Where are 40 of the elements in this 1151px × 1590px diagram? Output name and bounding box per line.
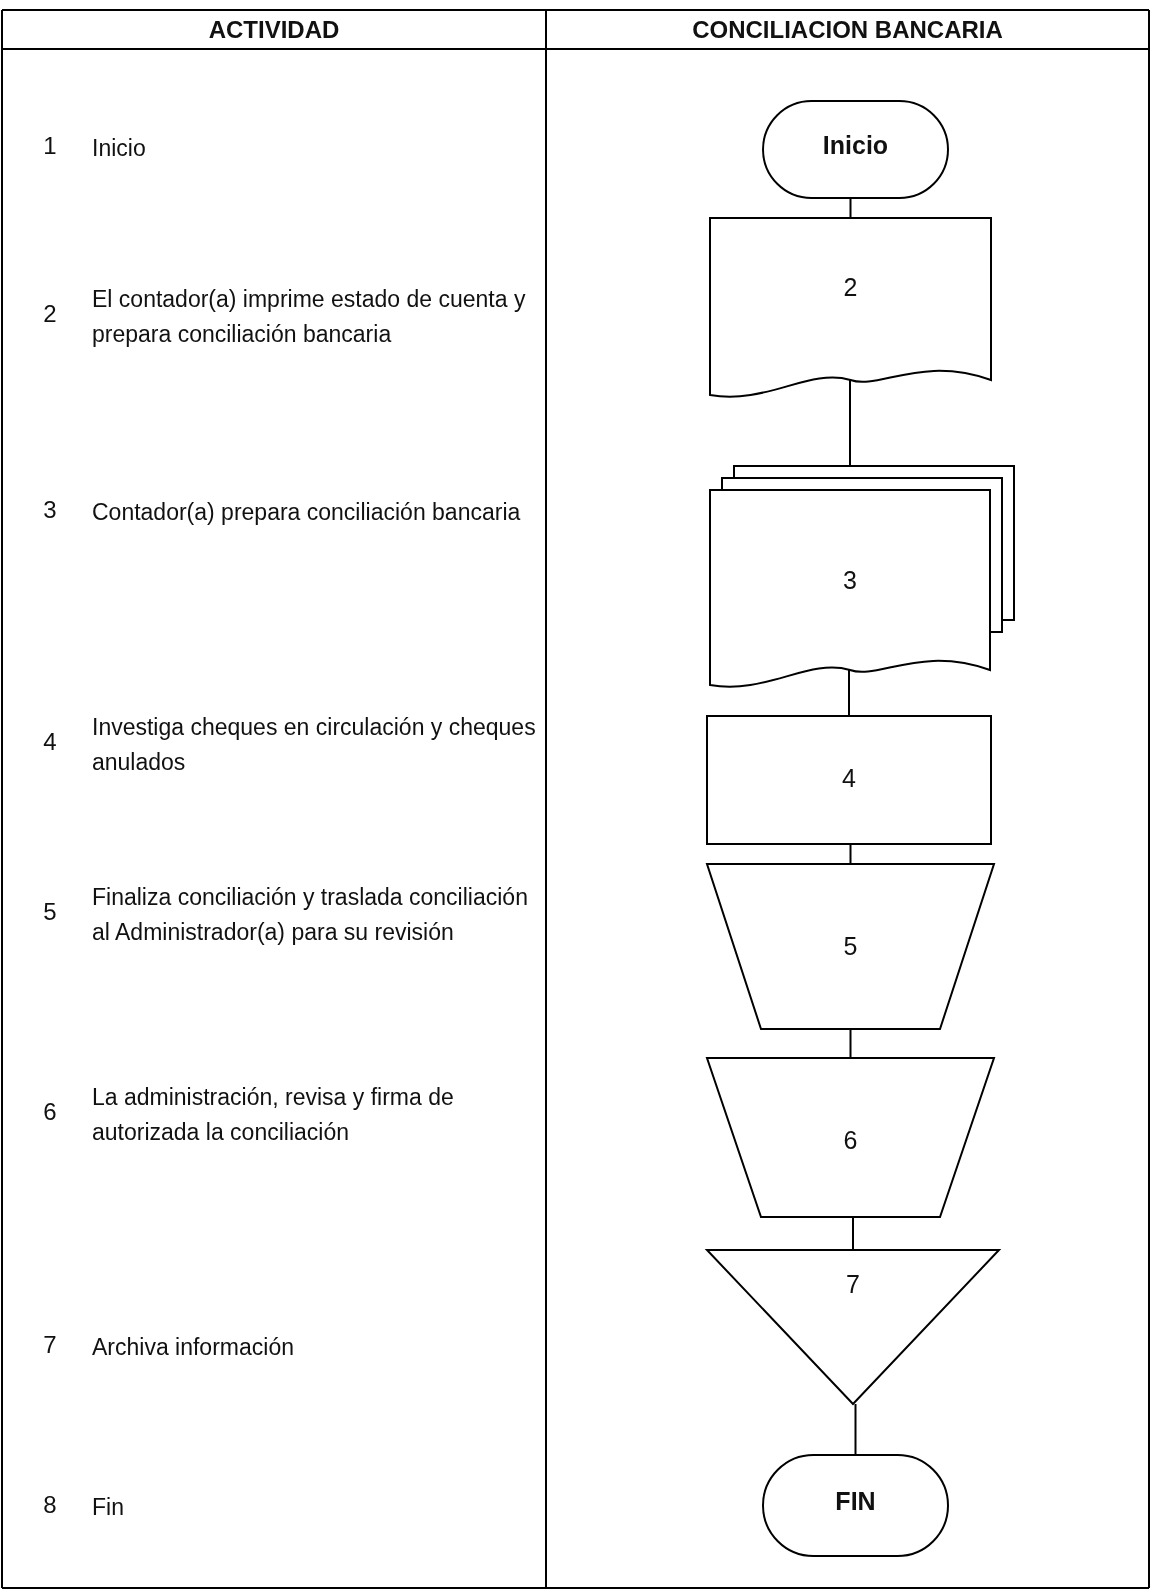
connector-line — [849, 843, 852, 865]
activity-text: Finaliza conciliación y traslada conciliación al Administrador(a) para su revisión — [92, 883, 529, 947]
connector-line — [849, 379, 851, 467]
step-number: 2 — [42, 299, 58, 328]
manual-operation-shape — [707, 864, 994, 1029]
connector-line — [852, 1216, 854, 1251]
document-shape — [710, 218, 991, 400]
connector-line — [849, 197, 852, 219]
activity-text: Fin — [92, 1493, 125, 1522]
column-header: ACTIVIDAD — [208, 16, 340, 43]
step-number: 5 — [42, 897, 58, 926]
step-number: 1 — [42, 131, 58, 160]
terminator-shape — [763, 1455, 948, 1556]
step-number: 4 — [42, 727, 58, 756]
shape-label: 5 — [843, 932, 858, 960]
step-number: 8 — [42, 1490, 58, 1519]
shape-label: 6 — [843, 1126, 858, 1154]
shape-label: 4 — [842, 764, 856, 792]
shape-label: 7 — [846, 1270, 860, 1298]
connector-line — [849, 1028, 852, 1059]
activity-text: Inicio — [92, 134, 147, 163]
activity-text: Archiva información — [92, 1333, 295, 1362]
step-number: 6 — [42, 1097, 58, 1126]
manual-operation-shape — [707, 1058, 994, 1217]
shape-label: FIN — [835, 1487, 876, 1515]
terminator-shape — [763, 101, 948, 198]
activity-text: Investiga cheques en circulación y cheques anulados — [92, 713, 537, 777]
step-number: 3 — [42, 495, 58, 524]
shape-label: Inicio — [822, 131, 889, 159]
shape-label: 3 — [843, 566, 857, 594]
shape-label: 2 — [843, 273, 858, 301]
column-header: CONCILIACION BANCARIA — [692, 16, 1003, 43]
activity-text: La administración, revisa y firma de autorizada la conciliación — [92, 1083, 455, 1147]
step-number: 7 — [42, 1330, 58, 1359]
activity-text: Contador(a) prepara conciliación bancaria — [92, 498, 522, 527]
multi-document-shape — [710, 466, 1014, 690]
connector-line — [854, 1403, 857, 1456]
activity-text: El contador(a) imprime estado de cuenta y prepara conciliación bancaria — [92, 285, 527, 349]
merge-triangle — [707, 1250, 999, 1404]
process-box — [707, 716, 991, 844]
